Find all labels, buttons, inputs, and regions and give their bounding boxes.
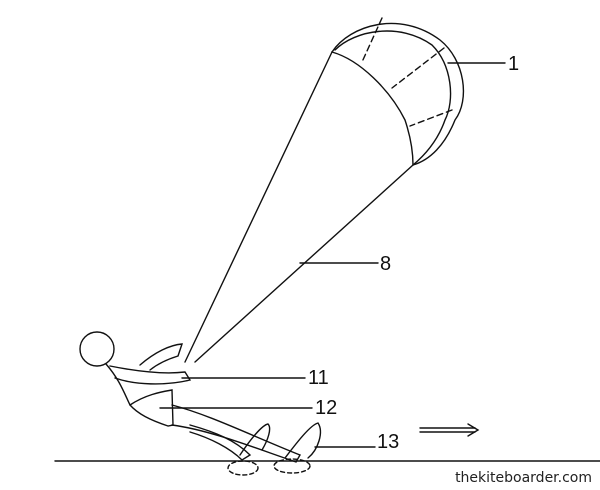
kite-lines — [185, 52, 413, 362]
label-harness: 11 — [308, 368, 329, 388]
label-lines: 8 — [380, 254, 391, 274]
label-board: 13 — [377, 432, 399, 452]
kite — [332, 18, 463, 165]
direction-arrow-icon — [420, 424, 478, 436]
label-kite: 1 — [508, 54, 519, 74]
watermark: thekiteboarder.com — [455, 470, 592, 486]
label-body: 12 — [315, 398, 337, 418]
leader-lines — [160, 63, 505, 447]
